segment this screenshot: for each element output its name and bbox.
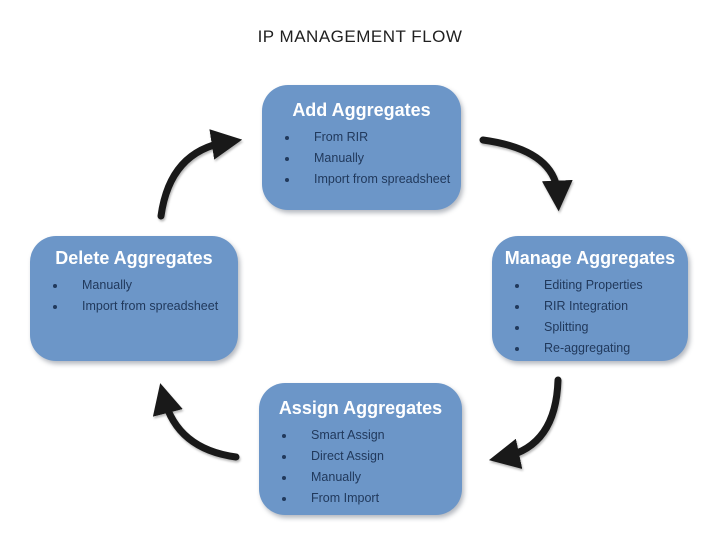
list-item: Editing Properties bbox=[500, 275, 680, 296]
list-item: Import from spreadsheet bbox=[38, 296, 230, 317]
bullet-icon bbox=[515, 347, 519, 351]
list-item-label: From Import bbox=[311, 491, 380, 505]
node-item-list: From RIR Manually Import from spreadshee… bbox=[270, 127, 453, 190]
node-delete-aggregates: Delete Aggregates Manually Import from s… bbox=[30, 236, 238, 361]
list-item: Direct Assign bbox=[267, 446, 454, 467]
list-item: RIR Integration bbox=[500, 296, 680, 317]
bullet-icon bbox=[282, 434, 286, 438]
list-item: From RIR bbox=[270, 127, 453, 148]
bullet-icon bbox=[515, 326, 519, 330]
list-item-label: Import from spreadsheet bbox=[314, 172, 451, 186]
bullet-icon bbox=[53, 284, 57, 288]
bullet-icon bbox=[282, 476, 286, 480]
arrow-add-to-manage-icon bbox=[479, 136, 573, 212]
node-title: Assign Aggregates bbox=[278, 398, 443, 418]
page-title: IP MANAGEMENT FLOW bbox=[257, 27, 463, 46]
list-item-label: Import from spreadsheet bbox=[82, 299, 219, 313]
list-item: From Import bbox=[267, 488, 454, 509]
bullet-icon bbox=[282, 455, 286, 459]
list-item-label: Manually bbox=[314, 151, 365, 165]
arrow-delete-to-add-icon bbox=[157, 129, 243, 220]
list-item: Re-aggregating bbox=[500, 338, 680, 359]
node-assign-aggregates: Assign Aggregates Smart Assign Direct As… bbox=[259, 383, 462, 515]
bullet-icon bbox=[515, 284, 519, 288]
arrow-assign-to-delete-icon bbox=[152, 383, 240, 461]
list-item-label: RIR Integration bbox=[544, 299, 629, 313]
node-title: Manage Aggregates bbox=[504, 248, 676, 268]
list-item: Manually bbox=[267, 467, 454, 488]
node-item-list: Smart Assign Direct Assign Manually From… bbox=[267, 425, 454, 509]
bullet-icon bbox=[285, 178, 289, 182]
list-item-label: Manually bbox=[311, 470, 362, 484]
bullet-icon bbox=[285, 157, 289, 161]
list-item-label: Manually bbox=[82, 278, 133, 292]
list-item: Smart Assign bbox=[267, 425, 454, 446]
list-item-label: Smart Assign bbox=[311, 428, 385, 442]
list-item-label: Splitting bbox=[544, 320, 589, 334]
node-item-list: Manually Import from spreadsheet bbox=[38, 275, 230, 317]
node-title: Delete Aggregates bbox=[55, 248, 213, 268]
bullet-icon bbox=[282, 497, 286, 501]
node-add-aggregates: Add Aggregates From RIR Manually Import … bbox=[262, 85, 461, 210]
list-item-label: Direct Assign bbox=[311, 449, 384, 463]
list-item: Manually bbox=[38, 275, 230, 296]
list-item: Import from spreadsheet bbox=[270, 169, 453, 190]
bullet-icon bbox=[515, 305, 519, 309]
list-item-label: Editing Properties bbox=[544, 278, 643, 292]
node-item-list: Editing Properties RIR Integration Split… bbox=[500, 275, 680, 359]
arrow-manage-to-assign-icon bbox=[488, 376, 562, 469]
list-item: Splitting bbox=[500, 317, 680, 338]
list-item-label: From RIR bbox=[314, 130, 369, 144]
list-item: Manually bbox=[270, 148, 453, 169]
bullet-icon bbox=[53, 305, 57, 309]
list-item-label: Re-aggregating bbox=[544, 341, 631, 355]
node-manage-aggregates: Manage Aggregates Editing Properties RIR… bbox=[492, 236, 688, 361]
bullet-icon bbox=[285, 136, 289, 140]
node-title: Add Aggregates bbox=[292, 100, 431, 120]
